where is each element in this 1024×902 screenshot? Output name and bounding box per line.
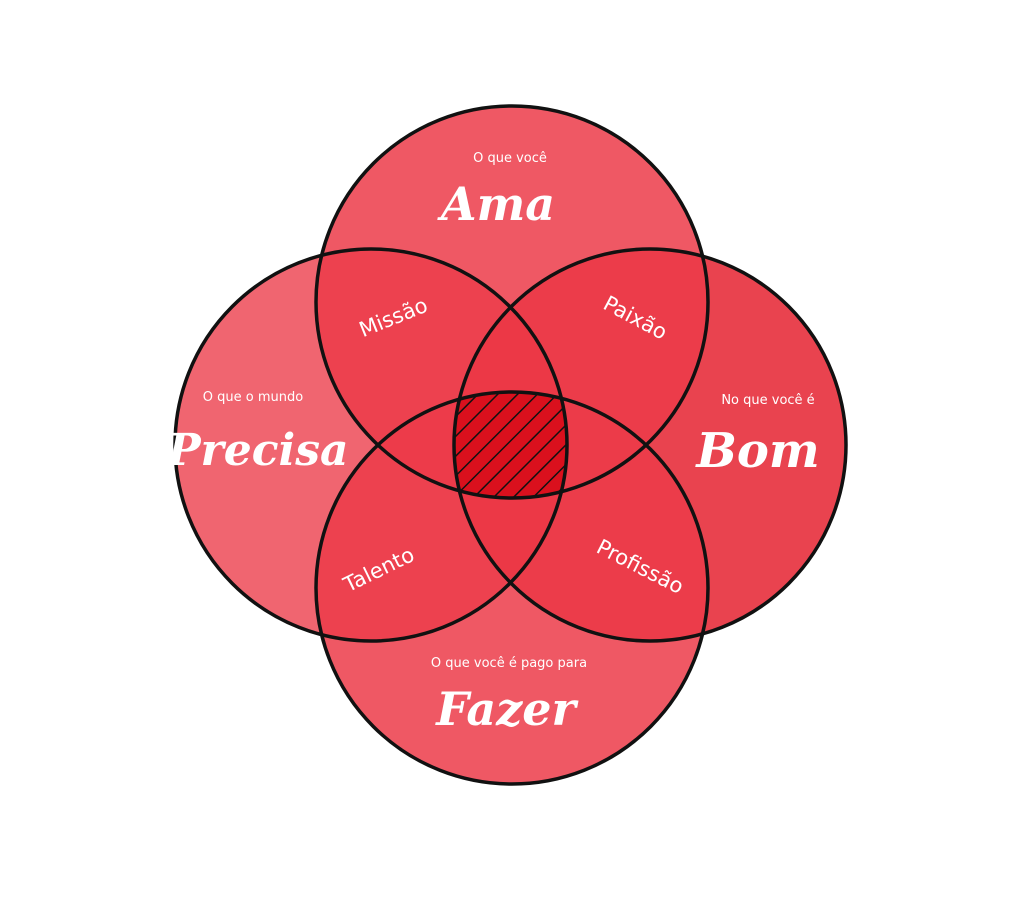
circle-fills xyxy=(175,106,846,784)
top-title: Ama xyxy=(437,177,555,231)
left-caption: O que o mundo xyxy=(203,390,303,405)
right-title: Bom xyxy=(694,423,819,479)
left-title: Precisa xyxy=(165,425,348,476)
outline-top xyxy=(314,104,710,500)
outline-bottom xyxy=(314,390,710,786)
top-caption: O que você xyxy=(473,151,547,166)
center-region xyxy=(454,392,567,498)
circle-outlines xyxy=(173,104,848,786)
circle-bottom xyxy=(316,392,708,784)
bottom-caption: O que você é pago para xyxy=(431,656,587,671)
outline-right xyxy=(452,247,848,643)
bottom-title: Fazer xyxy=(434,682,579,736)
outline-left xyxy=(173,247,569,643)
right-caption: No que você é xyxy=(721,393,814,408)
circle-top xyxy=(316,106,708,498)
center-hatch xyxy=(454,392,567,498)
